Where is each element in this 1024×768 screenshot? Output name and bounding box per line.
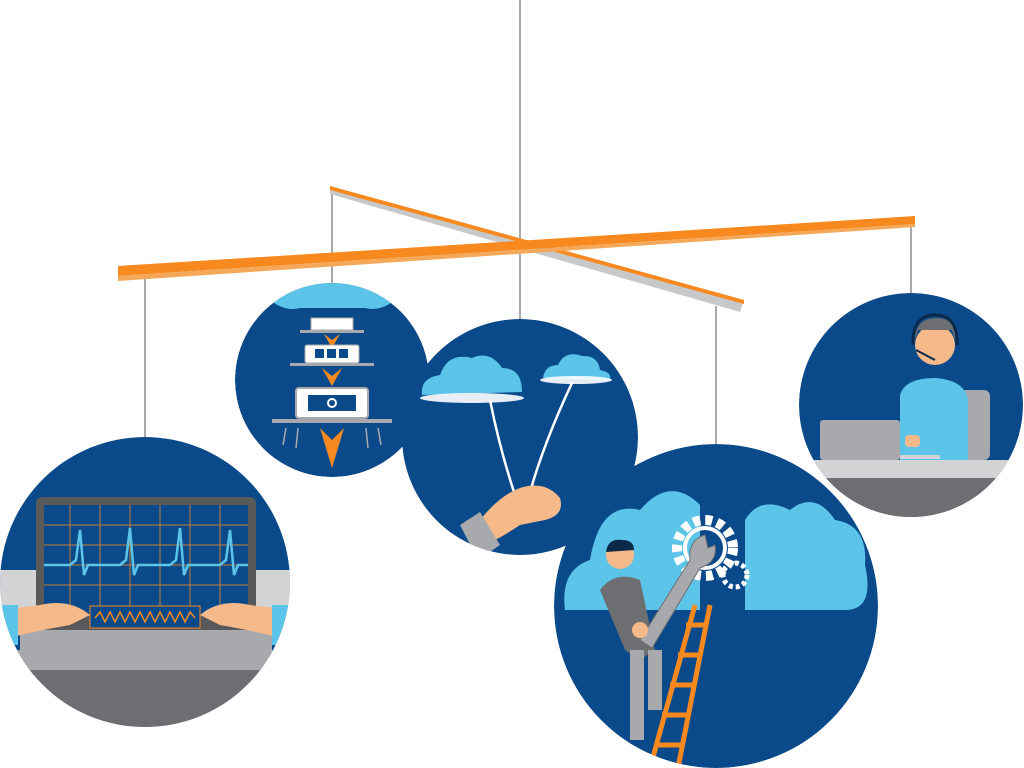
right-hand xyxy=(200,602,290,640)
hand xyxy=(480,485,561,540)
rocket-deploy-panel xyxy=(235,283,429,477)
hanging-strings xyxy=(144,0,912,445)
cloud-right xyxy=(543,354,611,380)
left-hand xyxy=(0,602,90,640)
wrench-icon xyxy=(639,534,716,649)
gear-icon xyxy=(720,560,750,590)
sleeve xyxy=(460,512,500,555)
headset-icon xyxy=(911,313,959,346)
cloud-left xyxy=(421,355,522,395)
cloud-balloon-panel xyxy=(402,319,638,555)
cloud-right xyxy=(745,502,868,610)
ladder xyxy=(647,604,713,768)
gear-icon xyxy=(327,398,337,408)
agent-body xyxy=(900,378,968,460)
cloud-top xyxy=(235,283,429,309)
gear-icon xyxy=(672,515,738,581)
heartbeat-line xyxy=(44,527,248,576)
ladder-gears-panel xyxy=(554,444,878,768)
mobile-bars xyxy=(118,186,915,312)
laptop-heartbeat-panel xyxy=(0,437,290,727)
support-agent-panel xyxy=(799,293,1023,517)
